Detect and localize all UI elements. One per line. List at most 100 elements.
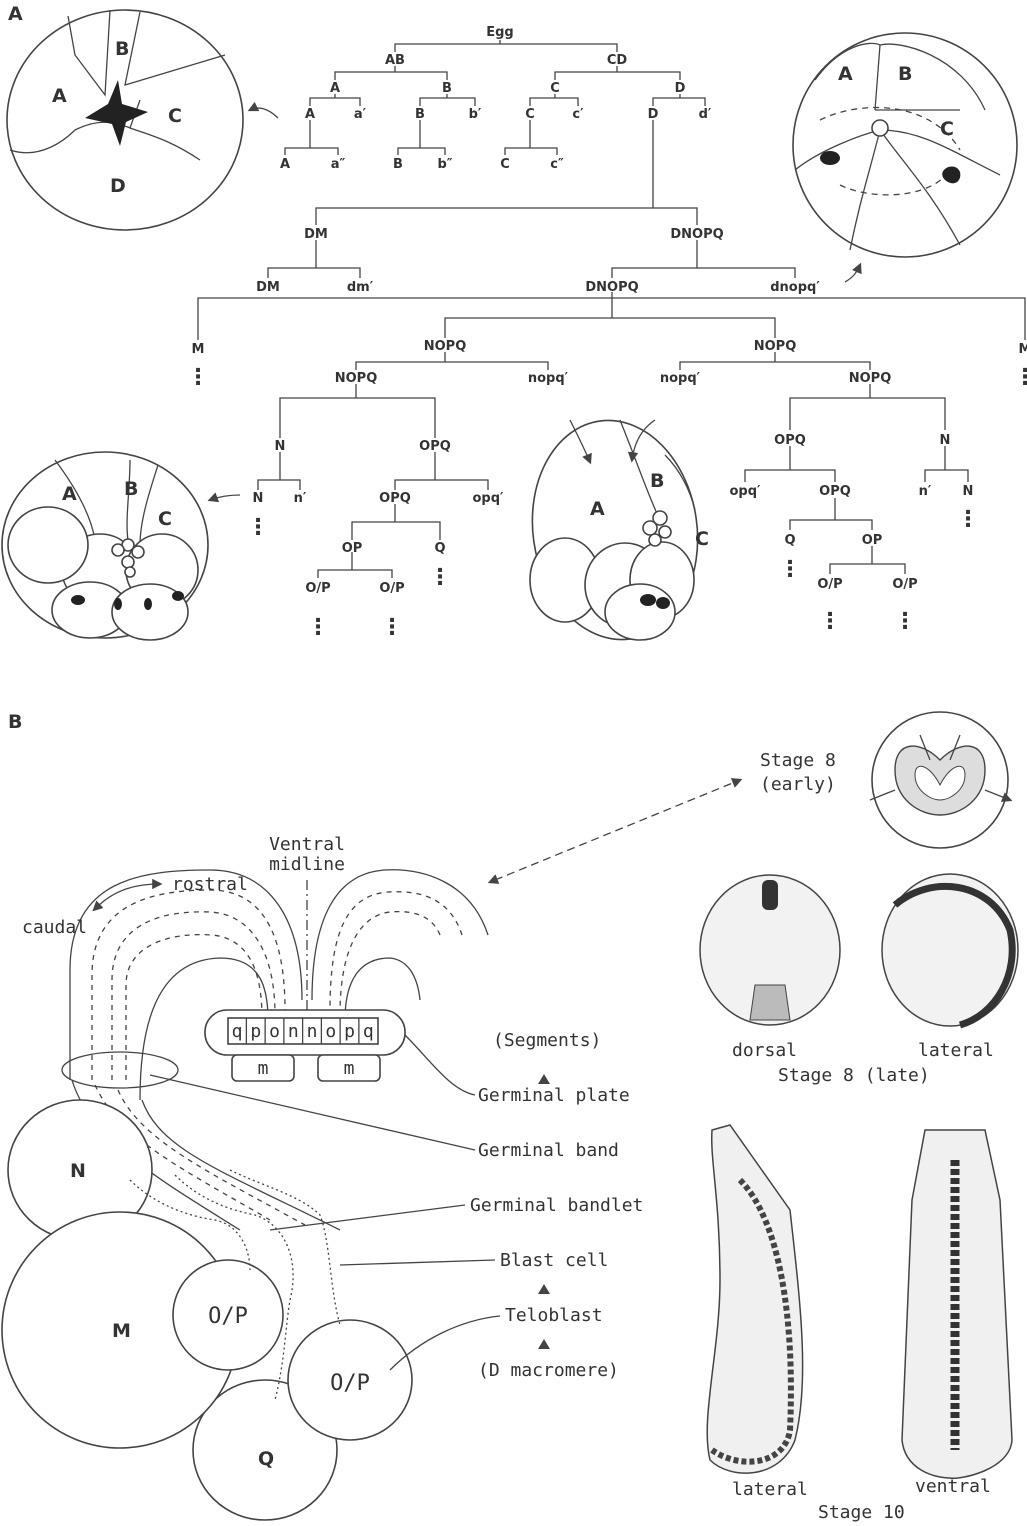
- node-a: A: [330, 81, 340, 96]
- ellipsis-n-right: ⋮: [957, 507, 979, 532]
- rostral-label: rostral: [172, 874, 248, 895]
- rostral-caudal-arrow: [98, 884, 160, 906]
- cell-b-8: B: [898, 63, 912, 85]
- d-macromere-label: (D macromere): [478, 1360, 619, 1381]
- cell-b-center: B: [650, 470, 664, 492]
- teloblast-n: N: [70, 1160, 86, 1182]
- node-c-dprime: c″: [550, 157, 564, 172]
- node-dnopq: DNOPQ: [670, 227, 723, 242]
- plate-letter: o: [325, 1021, 336, 1042]
- cell-b: B: [115, 38, 129, 60]
- ventral-s10-label: ventral: [915, 1476, 991, 1497]
- stage8-early-embryo: [870, 712, 1010, 848]
- node-opq-prime-left: opq′: [473, 491, 505, 506]
- node-nopq-left: NOPQ: [424, 339, 467, 354]
- node-nopq-right2: NOPQ: [849, 371, 892, 386]
- plate-letter: q: [232, 1021, 243, 1042]
- cell-c: C: [168, 105, 182, 127]
- node-n-right2: N: [963, 484, 974, 499]
- node-nopq-prime-left: nopq′: [528, 371, 569, 386]
- segments-label: (Segments): [493, 1030, 601, 1051]
- cell-d: D: [110, 175, 126, 197]
- node-dnopq-prime: dnopq′: [770, 280, 820, 295]
- node-q-left: Q: [434, 541, 445, 556]
- caudal-label: caudal: [22, 917, 87, 938]
- arrow-to-4cell: [250, 108, 278, 118]
- cell-c-left: C: [158, 508, 172, 530]
- node-c-prime: c′: [572, 107, 584, 122]
- node-ab: AB: [385, 53, 405, 68]
- germinal-band-label: Germinal band: [478, 1140, 619, 1161]
- node-m-left: M: [192, 342, 205, 357]
- ellipsis-m-left: ⋮: [187, 365, 209, 390]
- node-d: D: [675, 81, 686, 96]
- plate-letter: o: [269, 1021, 280, 1042]
- node-d-prime: d′: [699, 107, 712, 122]
- stage8-dashed-arrow: [495, 780, 740, 880]
- stage10-lateral-embryo: [707, 1125, 802, 1473]
- cell-a-8: A: [838, 63, 853, 85]
- germinal-plate-label: Germinal plate: [478, 1085, 630, 1106]
- node-dm2: DM: [256, 280, 280, 295]
- node-opq-right2: OPQ: [819, 484, 851, 499]
- stage8-late-label: Stage 8 (late): [778, 1065, 930, 1086]
- node-n-left2: N: [253, 491, 264, 506]
- node-op-left: OP: [342, 541, 363, 556]
- plate-m-label: m: [344, 1058, 355, 1079]
- stage8-late-lateral-embryo: [882, 874, 1018, 1026]
- plate-letter: p: [250, 1021, 261, 1042]
- node-dnopq2: DNOPQ: [585, 280, 638, 295]
- node-op-frac-2: O/P: [379, 581, 404, 596]
- node-b-prime: b′: [469, 107, 482, 122]
- node-nopq-prime-right: nopq′: [660, 371, 701, 386]
- plate-letter: n: [288, 1021, 299, 1042]
- teloblast-op1: O/P: [208, 1304, 248, 1329]
- node-opq-left: OPQ: [419, 439, 451, 454]
- cell-c-center: C: [695, 528, 709, 550]
- node-d2: D: [648, 107, 659, 122]
- cell-a-center: A: [590, 498, 605, 520]
- node-cd: CD: [607, 53, 628, 68]
- ellipsis-q-right: ⋮: [779, 557, 801, 582]
- node-n-prime-right: n′: [919, 484, 932, 499]
- node-opq-prime-right: opq′: [730, 484, 762, 499]
- ellipsis-op-2: ⋮: [381, 615, 403, 640]
- stage10-ventral-embryo: [902, 1130, 1012, 1478]
- blast-cell-label: Blast cell: [500, 1250, 608, 1271]
- ellipsis-op-3: ⋮: [819, 609, 841, 634]
- ellipsis-q-left: ⋮: [429, 565, 451, 590]
- node-n-right: N: [940, 433, 951, 448]
- cell-c-8: C: [940, 118, 954, 140]
- cell-a: A: [52, 85, 67, 107]
- teloblast-op2: O/P: [330, 1371, 370, 1396]
- lateral-s10-label: lateral: [732, 1479, 808, 1500]
- embryo-4cell: A B C D: [7, 10, 243, 230]
- node-c3: C: [500, 157, 510, 172]
- ventral-midline-label-1: Ventral: [269, 834, 345, 855]
- node-n-prime-left: n′: [294, 491, 307, 506]
- node-dm-prime: dm′: [347, 280, 374, 295]
- node-op-frac-4: O/P: [892, 577, 917, 592]
- germinal-bandlet-label: Germinal bandlet: [470, 1195, 643, 1216]
- plate-letter: n: [307, 1021, 318, 1042]
- node-a-prime: a′: [354, 107, 367, 122]
- teloblast-q: Q: [258, 1448, 274, 1470]
- node-opq-right: OPQ: [774, 433, 806, 448]
- plate-letter: q: [363, 1021, 374, 1042]
- ventral-midline-label-2: midline: [269, 854, 345, 875]
- node-q-right: Q: [784, 533, 795, 548]
- ellipsis-m-right: ⋮: [1014, 365, 1027, 390]
- node-egg: Egg: [486, 25, 514, 40]
- panel-a-label: A: [8, 3, 23, 25]
- ellipsis-op-1: ⋮: [307, 615, 329, 640]
- embryo-8cell: A B C: [793, 33, 1017, 257]
- node-nopq-right: NOPQ: [754, 339, 797, 354]
- node-a2: A: [305, 107, 315, 122]
- stage10-label: Stage 10: [818, 1502, 905, 1523]
- teloblast-label: Teloblast: [505, 1305, 603, 1326]
- teloblast-m: M: [112, 1320, 131, 1342]
- ellipsis-op-4: ⋮: [894, 609, 916, 634]
- node-c2: C: [525, 107, 535, 122]
- embryo-center: A B C: [518, 410, 711, 651]
